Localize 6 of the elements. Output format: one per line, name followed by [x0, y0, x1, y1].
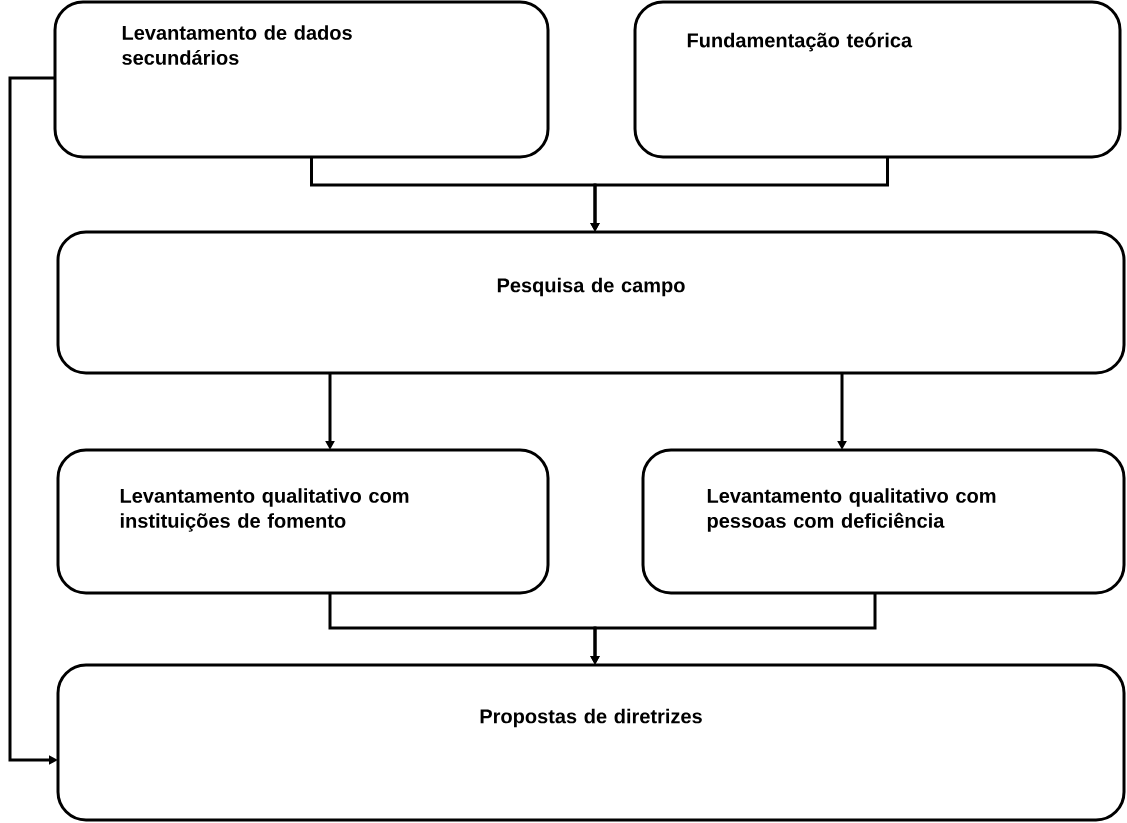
process-box: Fundamentação teórica [633, 0, 1122, 159]
process-box: Propostas de diretrizes [56, 663, 1126, 822]
process-box: Levantamento de dados secundários [53, 0, 550, 159]
process-box: Levantamento qualitativo com instituições de fomento [56, 448, 550, 595]
process-box: Pesquisa de campo [56, 230, 1126, 375]
process-box: Levantamento qualitativo com pessoas com deficiência [641, 448, 1126, 595]
